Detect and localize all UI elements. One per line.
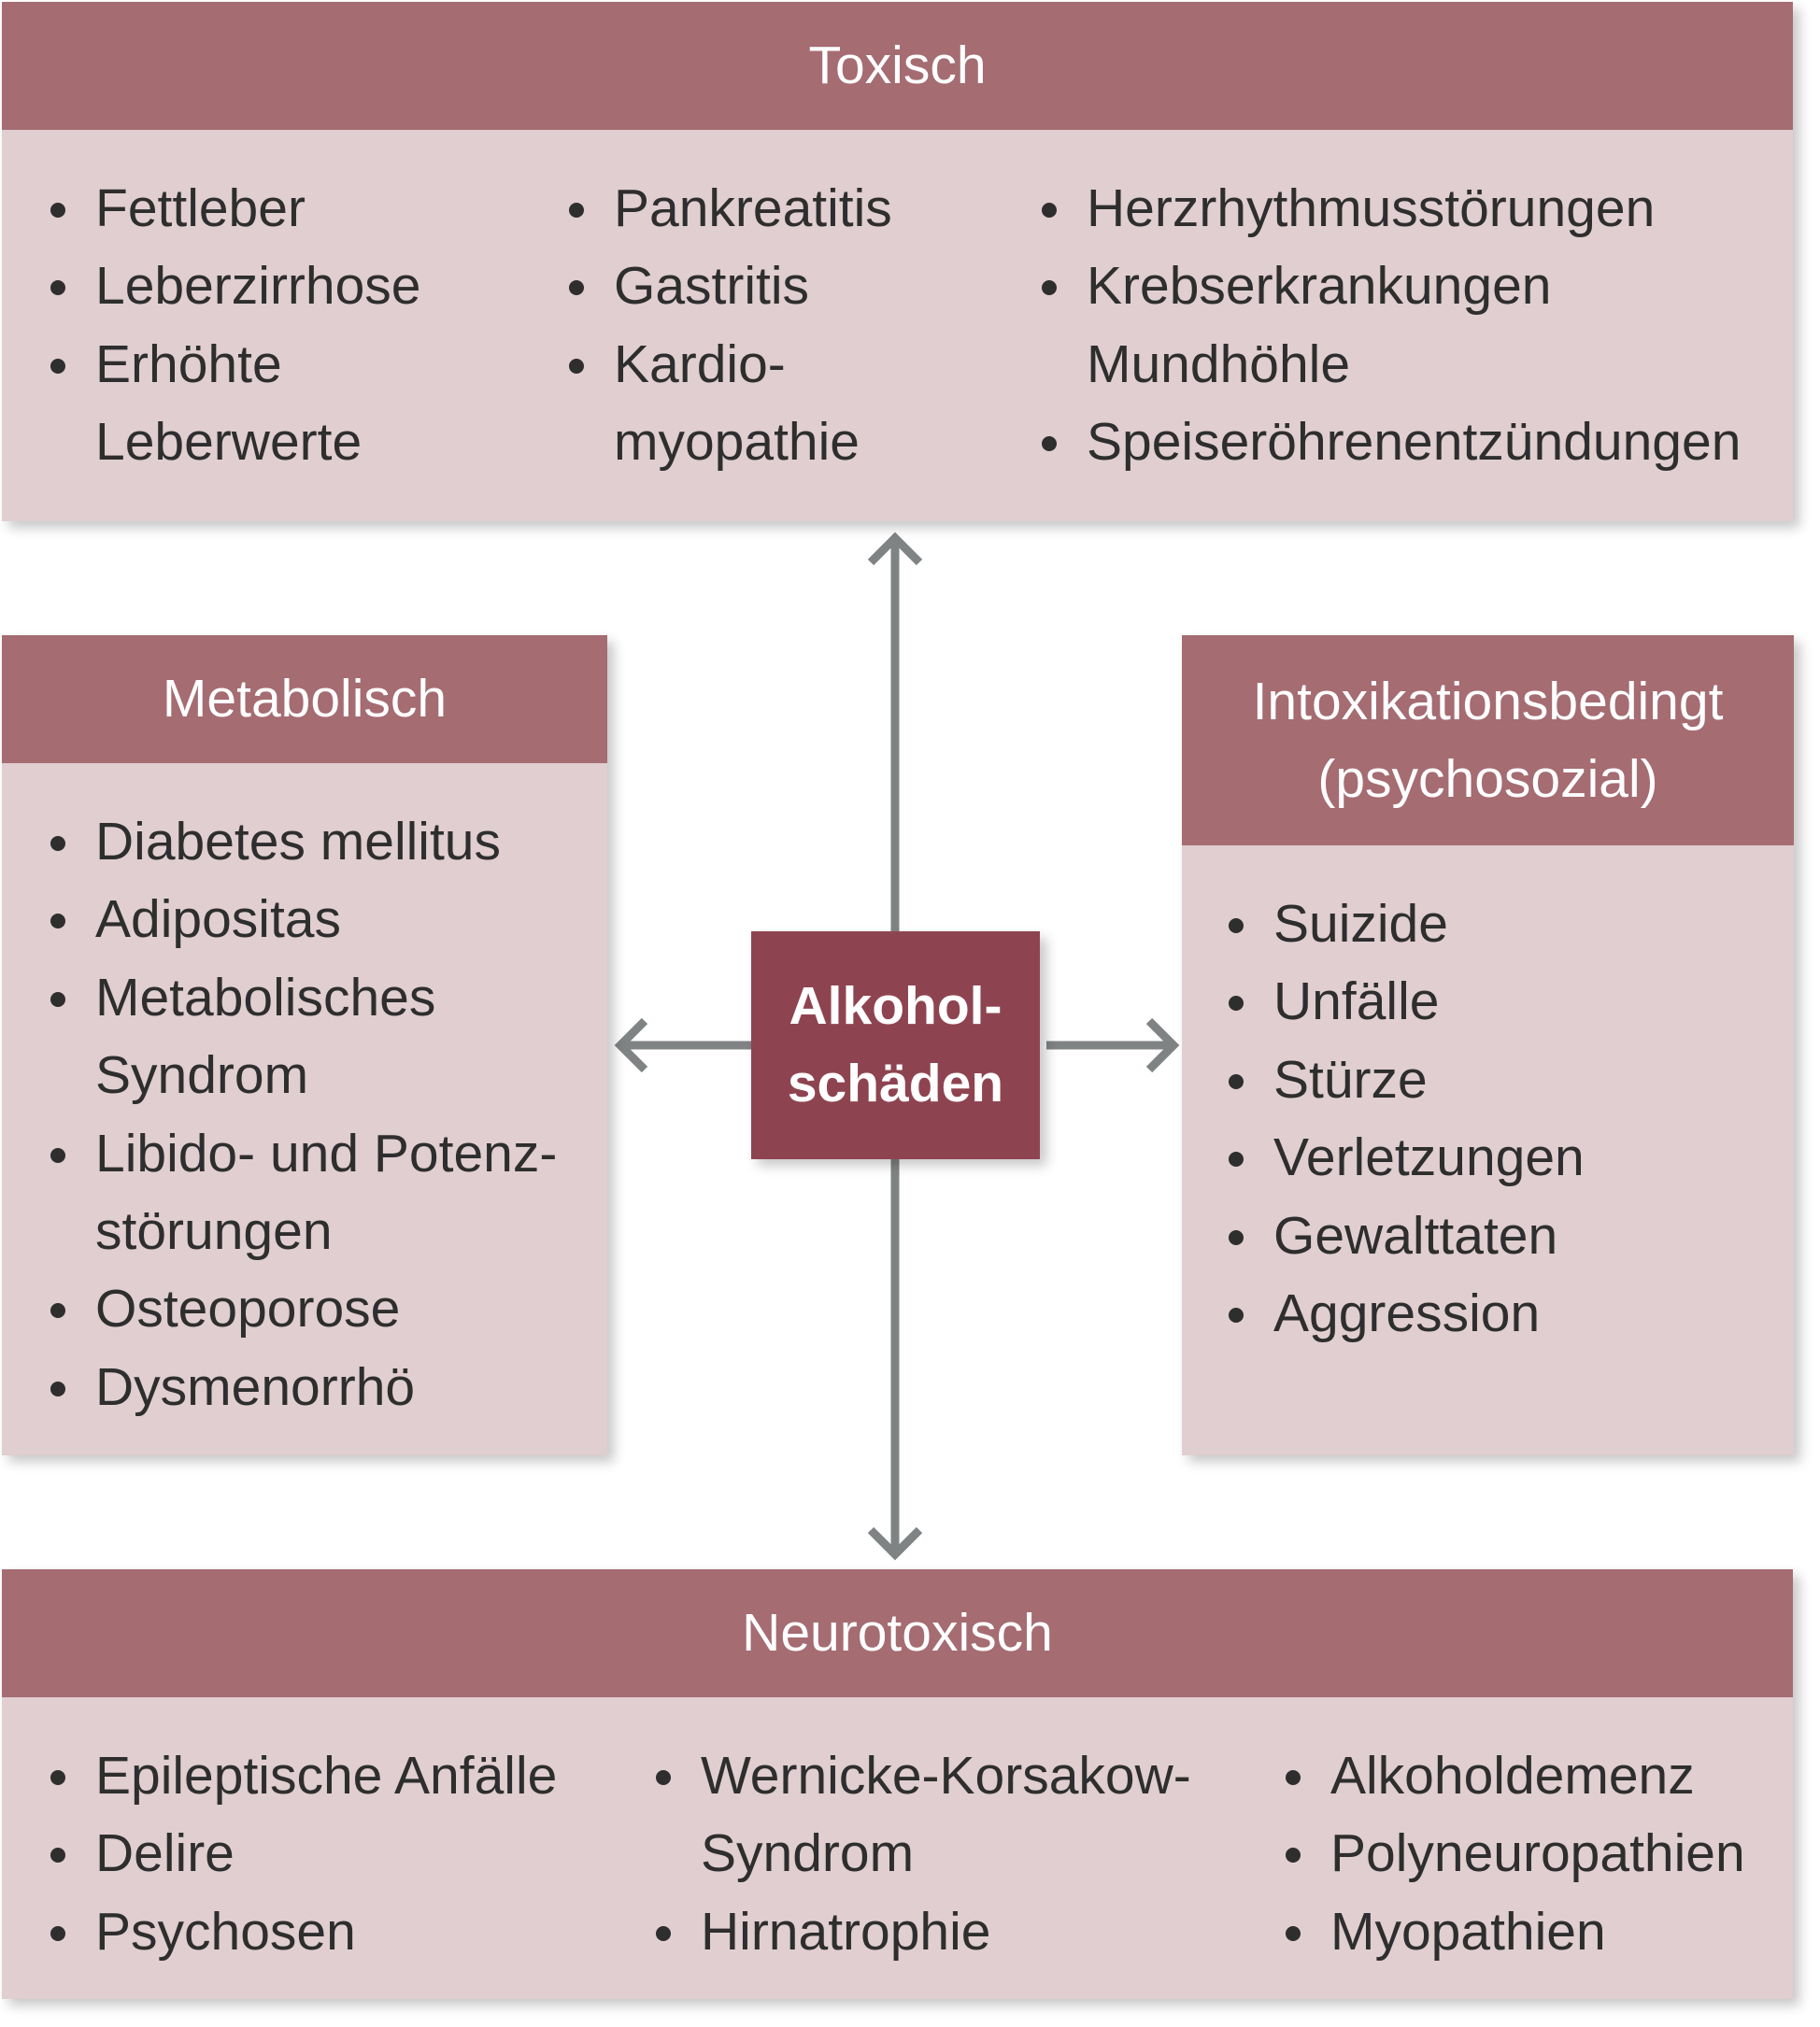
list-item-text: Metabolisches [95,967,436,1028]
list-item-text: Syndrom [95,1045,309,1106]
list-item-text: Wernicke-Korsakow- [701,1746,1191,1806]
list-item: Speiseröhrenentzündungen [1042,404,1741,481]
list-item-text: Polyneuropathien [1330,1823,1745,1884]
list-item: Stürze [1229,1042,1585,1119]
list-item-text: Erhöhte [95,333,282,394]
neurotoxisch-header: Neurotoxisch [2,1569,1793,1697]
list-item-text: Fettleber [95,178,306,238]
list-item-text: Alkoholdemenz [1330,1746,1695,1806]
list-item-text: Stürze [1273,1049,1428,1110]
list-item: Wernicke-Korsakow- Syndrom [656,1737,1191,1893]
arrowhead-left [614,1017,648,1073]
list-item: Diabetes mellitus [50,803,557,881]
list-item-text: Speiseröhrenentzündungen [1087,412,1742,473]
list-item: Psychosen [50,1893,557,1971]
list-item: Delire [50,1815,557,1892]
intoxikation-title-line1: Intoxikationsbedingt [1252,671,1724,731]
list-item: Pankreatitis [569,170,892,248]
list-item: Polyneuropathien [1286,1815,1745,1892]
list-item-text: Pankreatitis [614,178,892,238]
list-item-text: Suizide [1273,894,1448,954]
list-item: Adipositas [50,881,557,958]
list-item-text: Gastritis [614,256,810,317]
list-item: Unfälle [1229,963,1585,1041]
list-item-text: Hirnatrophie [701,1901,991,1962]
list-item: Suizide [1229,886,1585,963]
list-item-text: Epileptische Anfälle [95,1746,558,1806]
arrowhead-down [867,1526,923,1561]
list-item: Alkoholdemenz [1286,1737,1745,1815]
center-label-line1: Alkohol- [789,976,1002,1036]
arrowhead-right [1145,1017,1180,1073]
list-item: Dysmenorrhö [50,1349,557,1426]
list-item: Leberzirrhose [50,248,421,325]
list-item-text: Aggression [1273,1283,1541,1344]
list-item: Verletzungen [1229,1119,1585,1197]
list-item: Herzrhythmusstörungen [1042,170,1741,248]
list-item: Aggression [1229,1275,1585,1353]
list-item-text: Myopathien [1330,1901,1606,1962]
list-item: Kardio-myopathie [569,326,892,482]
list-item: Gewalttaten [1229,1198,1585,1275]
metabolisch-title: Metabolisch [162,669,448,729]
list-item-text: Kardio- [614,333,786,394]
list-item-text: Mundhöhle [1087,333,1351,394]
arrowhead-up [867,532,923,566]
intoxikation-title-line2: (psychosozial) [1317,748,1658,809]
list-item: Hirnatrophie [656,1893,1191,1971]
toxisch-title: Toxisch [808,35,987,95]
list-item-text: Herzrhythmusstörungen [1087,178,1656,238]
list-item-text: Verletzungen [1273,1127,1585,1188]
list-item: Epileptische Anfälle [50,1737,557,1815]
alkoholschaeden-center-box: Alkohol- schäden [751,931,1040,1159]
list-item-text: myopathie [614,412,860,473]
list-item-text: Diabetes mellitus [95,812,502,872]
list-item: Gastritis [569,248,892,325]
list-item-text: Unfälle [1273,971,1440,1032]
intoxikation-box: Intoxikationsbedingt (psychosozial) Suiz… [1182,635,1794,1455]
intoxikation-header: Intoxikationsbedingt (psychosozial) [1182,635,1794,845]
toxisch-header: Toxisch [2,2,1793,130]
neurotoxisch-title: Neurotoxisch [742,1603,1053,1663]
list-item-text: Syndrom [701,1823,915,1884]
list-item-text: Osteoporose [95,1279,401,1340]
list-item-text: Delire [95,1823,235,1884]
list-item-text: Psychosen [95,1901,356,1962]
list-item: Myopathien [1286,1893,1745,1971]
list-item-text: störungen [95,1201,333,1262]
list-item-text: Krebserkrankungen [1087,256,1552,317]
list-item-text: Adipositas [95,889,341,950]
list-item-text: Leberwerte [95,412,363,473]
list-item-text: Gewalttaten [1273,1205,1558,1266]
list-item: Libido- und Potenz-störungen [50,1115,557,1271]
list-item-text: Dysmenorrhö [95,1356,416,1417]
list-item: Fettleber [50,170,421,248]
list-item-text: Libido- und Potenz- [95,1123,558,1184]
list-item: Osteoporose [50,1270,557,1348]
metabolisch-header: Metabolisch [2,635,607,763]
center-label-line2: schäden [787,1054,1004,1113]
list-item-text: Leberzirrhose [95,256,421,317]
